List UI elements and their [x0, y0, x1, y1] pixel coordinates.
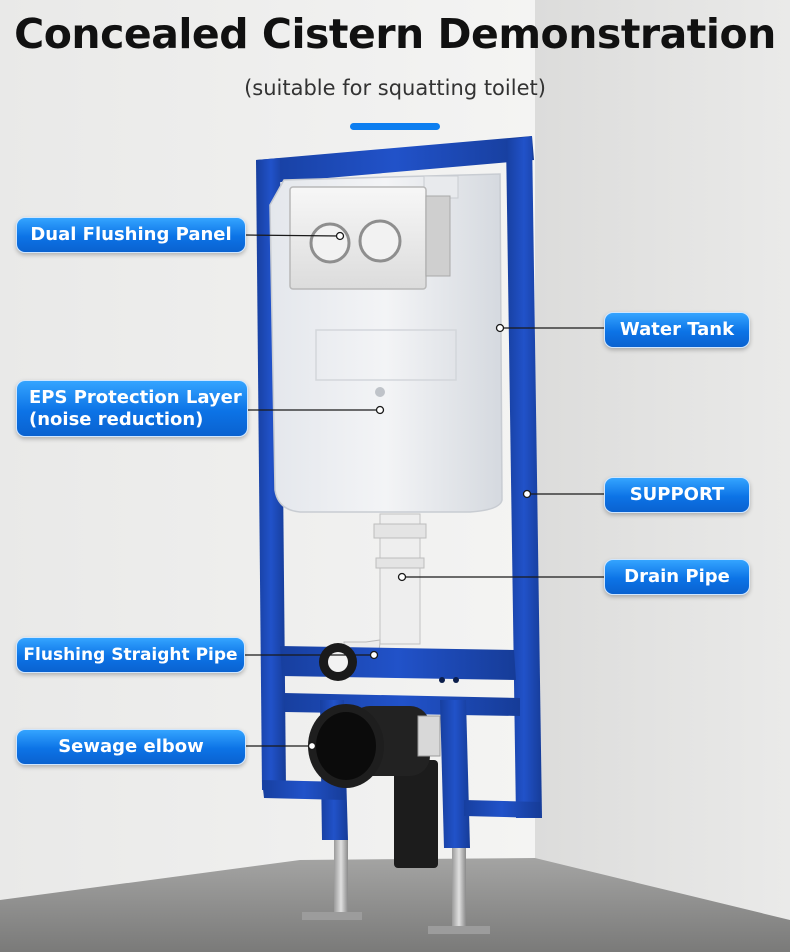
frame-middle-bar [280, 646, 516, 680]
callout-text: Flushing Straight Pipe [23, 645, 238, 665]
flush-button-small-icon [309, 222, 351, 264]
callout-text: SUPPORT [629, 484, 725, 505]
leader-dot [522, 489, 532, 499]
leader-dot [375, 405, 385, 415]
leader-dual-flushing-panel [244, 234, 341, 237]
panel-mount-bracket [425, 195, 451, 277]
frame-right-foot-bar [464, 800, 540, 818]
leader-dot [335, 231, 345, 241]
callout-text: Sewage elbow [58, 736, 204, 757]
callout-text: (noise reduction) [29, 408, 204, 430]
foot-plate [302, 912, 362, 920]
frame-left-foot-bar [262, 780, 346, 800]
frame-top-bar [256, 136, 534, 184]
callout-eps-protection-layer: EPS Protection Layer (noise reduction) [16, 380, 248, 437]
black-drain-pipe [394, 760, 438, 868]
foot-plate [428, 926, 490, 934]
page-title: Concealed Cistern Demonstration [14, 10, 776, 58]
callout-sewage-elbow: Sewage elbow [16, 729, 246, 765]
leader-dot [495, 323, 505, 333]
frame-right-leg [440, 700, 470, 848]
callout-dual-flushing-panel: Dual Flushing Panel [16, 217, 246, 253]
wall-right [535, 0, 790, 952]
tank-top-cap [423, 175, 459, 199]
frame-hole [439, 677, 445, 683]
tank-logo [375, 387, 385, 397]
accent-bar [350, 123, 440, 130]
flush-button-large-icon [358, 219, 402, 263]
callout-flushing-straight-pipe: Flushing Straight Pipe [16, 637, 245, 673]
page-subtitle: (suitable for squatting toilet) [244, 76, 546, 100]
callout-support: SUPPORT [604, 477, 750, 513]
drain-pipe-joint [373, 523, 427, 539]
leader-dot [369, 650, 379, 660]
floor [0, 858, 790, 952]
callout-text: Dual Flushing Panel [30, 224, 232, 245]
callout-text: Drain Pipe [624, 566, 730, 587]
callout-text: EPS Protection Layer [29, 386, 242, 408]
frame-hole [453, 677, 459, 683]
drain-pipe-joint [375, 557, 425, 569]
leader-dot [397, 572, 407, 582]
tank-label-recess [315, 329, 457, 381]
sewage-elbow-rim [316, 712, 376, 780]
adjustable-foot [452, 848, 466, 930]
callout-text: Water Tank [619, 319, 735, 340]
callout-water-tank: Water Tank [604, 312, 750, 348]
adjustable-foot [334, 840, 348, 916]
frame-right-post [506, 136, 542, 818]
leader-dot [307, 741, 317, 751]
sewage-elbow-bracket [417, 715, 441, 757]
callout-drain-pipe: Drain Pipe [604, 559, 750, 595]
flushing-pipe-ring-inner [328, 652, 348, 672]
